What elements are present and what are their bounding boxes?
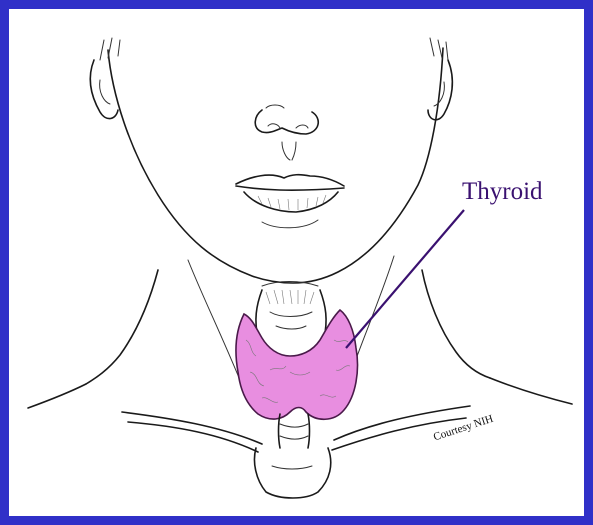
shoulder-right [490, 378, 572, 404]
lip-line [236, 186, 344, 190]
label-leader-line [346, 210, 464, 348]
shoulder-left [28, 384, 86, 408]
neck-muscle-left [188, 260, 244, 390]
jaw-outline [108, 48, 443, 283]
nose-bridge [266, 105, 284, 108]
lower-lip [244, 192, 338, 212]
nostril-left [268, 124, 280, 128]
chin-dimple [262, 220, 318, 228]
thyroid-label: Thyroid [462, 178, 543, 206]
left-ear-inner [100, 80, 110, 104]
trachea [279, 414, 310, 448]
neck-right [422, 270, 490, 378]
philtrum [282, 142, 296, 160]
thyroid-cartilage [270, 312, 312, 329]
thyroid-gland [236, 310, 358, 419]
nose [255, 110, 318, 134]
hair-strokes-left [100, 38, 120, 60]
hair-strokes-right [430, 38, 448, 60]
clavicle-left [122, 412, 262, 452]
sternum [254, 448, 330, 498]
neck-left [86, 270, 158, 384]
nostril-right [296, 125, 308, 128]
upper-lip [236, 175, 344, 186]
sternum-detail [272, 466, 312, 469]
larynx-hatching [266, 290, 314, 304]
trachea-rings [280, 424, 308, 439]
